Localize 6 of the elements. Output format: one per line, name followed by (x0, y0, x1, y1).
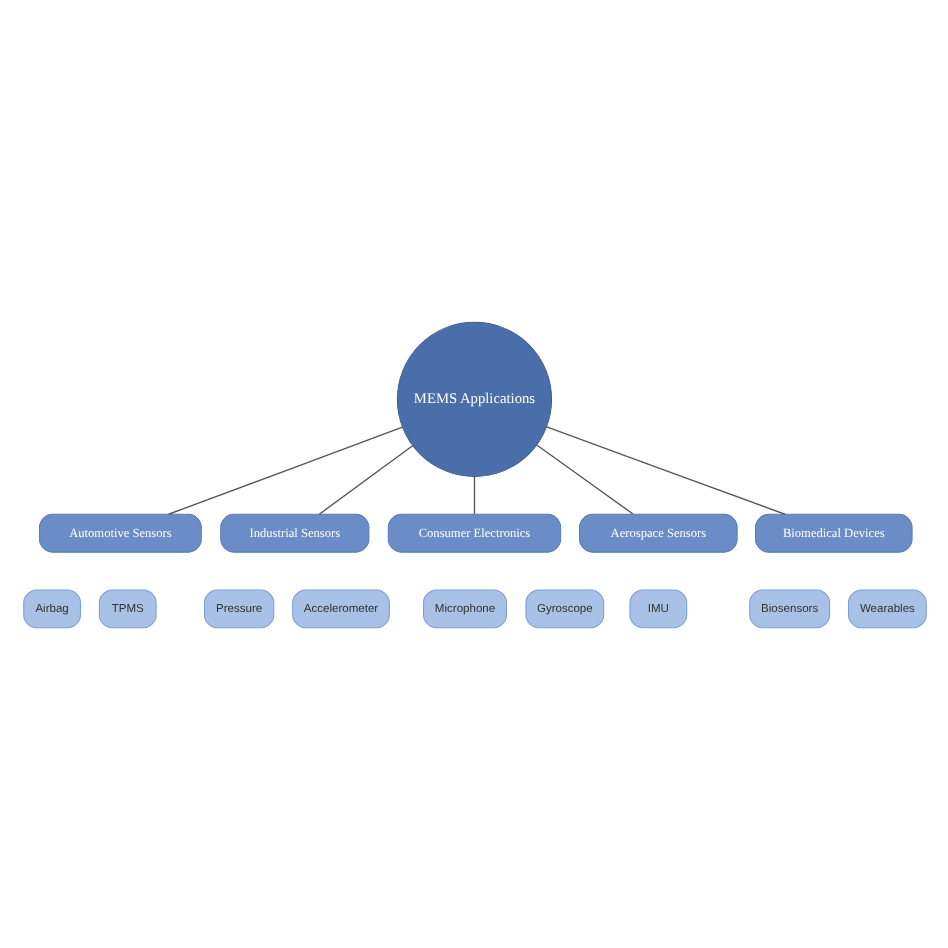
connector (472, 475, 475, 514)
connector (317, 444, 413, 514)
connector (535, 443, 633, 514)
connector (545, 425, 785, 514)
node-circle: MEMS Applications (395, 320, 552, 476)
connector (166, 425, 403, 514)
